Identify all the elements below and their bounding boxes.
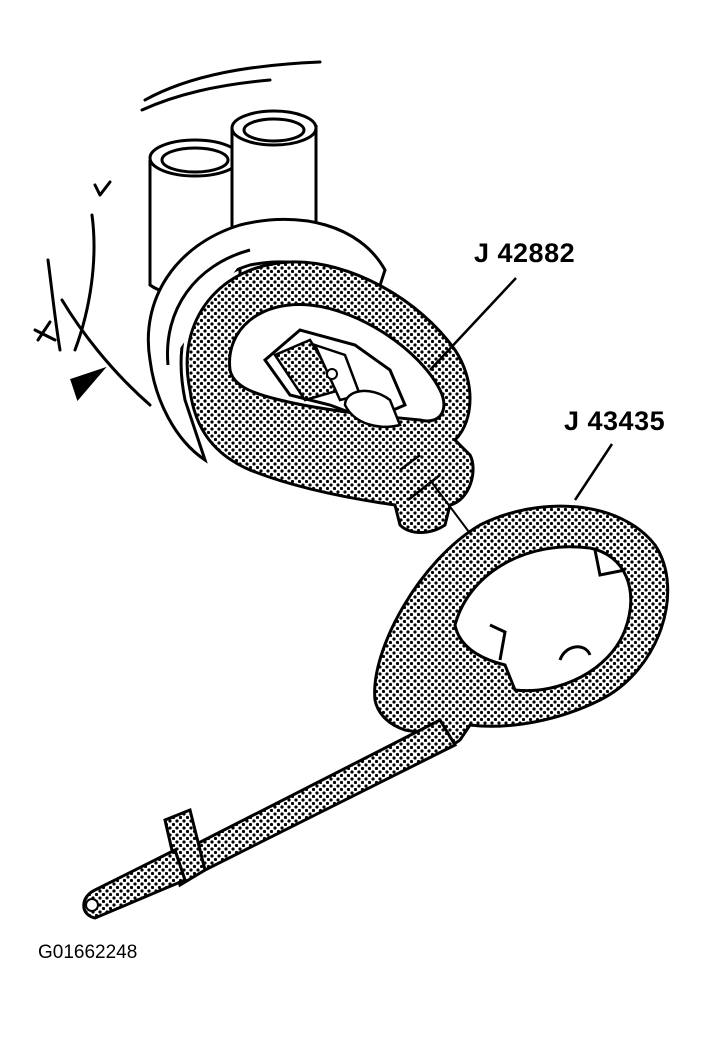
tool-j43435 xyxy=(82,504,670,920)
callout-j42882: J 42882 xyxy=(474,238,576,268)
tool-j42882 xyxy=(185,260,475,534)
figure-id: G01662248 xyxy=(38,942,138,963)
callout-j43435: J 43435 xyxy=(564,406,666,436)
leader-j43435 xyxy=(573,443,614,501)
alignment-line xyxy=(429,479,476,541)
leader-j42882 xyxy=(429,277,517,371)
